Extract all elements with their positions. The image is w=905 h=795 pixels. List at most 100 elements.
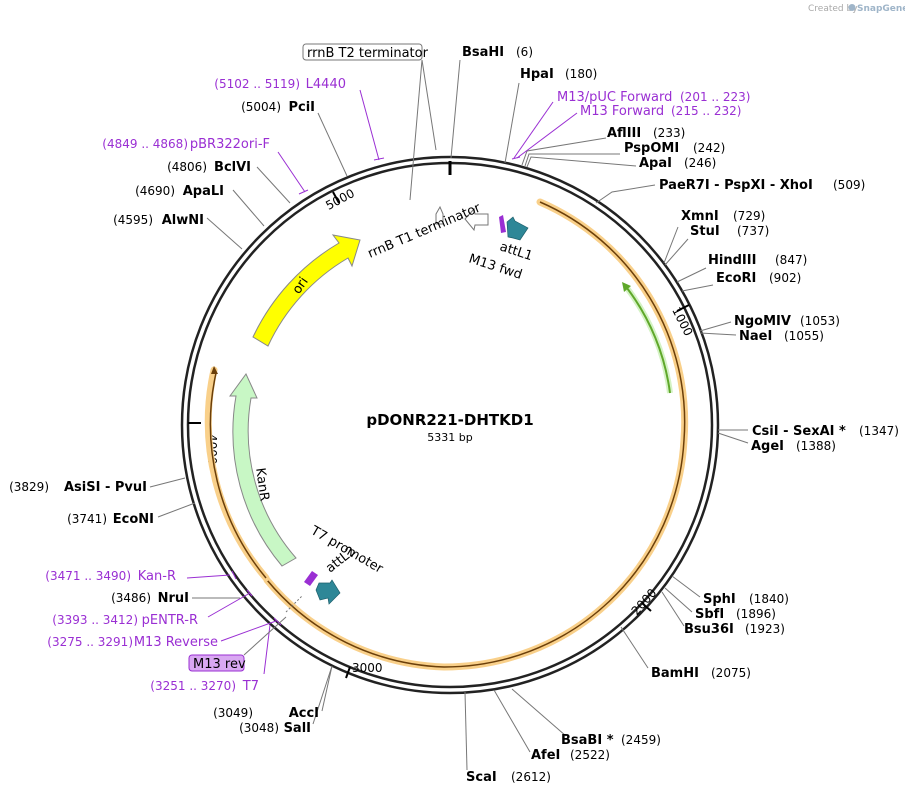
enzyme-pcii-pos: (5004)	[241, 100, 281, 114]
enzyme-econi-name: EcoNI	[113, 512, 154, 527]
leader-m13-reverse	[220, 617, 282, 642]
leader-econi	[157, 502, 196, 518]
enzyme-nrui-pos: (3486)	[111, 591, 151, 605]
kanr-label: KanR	[252, 467, 272, 502]
enzyme-pspomi-name: PspOMI	[624, 141, 679, 156]
enzyme-alwni-pos: (4595)	[113, 213, 153, 227]
plasmid-name: pDONR221-DHTKD1	[366, 411, 533, 429]
primer-m13-fwd-name: M13 Forward	[580, 104, 664, 119]
leader-bsabi	[511, 688, 567, 737]
leader-kan-r	[186, 570, 237, 580]
enzyme-hpai-pos: (180)	[565, 67, 597, 81]
primer-m13-reverse-range: (3275 .. 3291)	[47, 635, 133, 649]
leader-pspomi	[524, 153, 620, 167]
leader-sbfi	[664, 587, 693, 613]
leader-xhoi	[595, 184, 656, 204]
primer-m13-puc-range: (201 .. 223)	[680, 90, 750, 104]
orf-line-left	[209, 372, 267, 579]
leader-bclvi	[256, 166, 291, 204]
leader-pvui	[149, 477, 186, 488]
primer-kan-r-name: Kan-R	[138, 569, 176, 584]
attl2-feature	[315, 579, 341, 605]
ori-feature	[252, 234, 361, 347]
leader-aflIII	[521, 137, 607, 166]
leader-t7	[263, 624, 271, 675]
enzyme-sexai-name: CsiI - SexAI *	[752, 424, 846, 439]
enzyme-apai-name: ApaI	[639, 156, 672, 171]
enzyme-bclvi-pos: (4806)	[167, 160, 207, 174]
tick-5000	[332, 191, 340, 204]
leader-pbr322	[277, 151, 309, 195]
enzyme-econi-pos: (3741)	[67, 512, 107, 526]
leader-ecori	[681, 284, 714, 292]
primer-m13-fwd-range: (215 .. 232)	[671, 104, 741, 118]
inner-green-band	[624, 286, 673, 394]
t7-promoter-marker	[304, 571, 318, 586]
primer-pentr-r-range: (3393 .. 3412)	[52, 613, 138, 627]
enzyme-bsahi-name: BsaHI	[462, 45, 504, 60]
enzyme-stui-name: StuI	[690, 224, 720, 239]
primer-m13-reverse-name: M13 Reverse	[134, 635, 218, 650]
leader-agei	[717, 432, 749, 444]
m13-rev-label: M13 rev	[193, 657, 246, 672]
primer-l4440-name: L4440	[306, 77, 346, 92]
leader-apali	[232, 189, 265, 227]
enzyme-scai-name: ScaI	[466, 770, 497, 785]
leader-xmni	[663, 226, 679, 264]
enzyme-hindiii-name: HindIII	[708, 253, 756, 268]
primer-t7-range: (3251 .. 3270)	[150, 679, 236, 693]
enzyme-xhoi-name: PaeR7I - PspXI - XhoI	[659, 178, 813, 193]
orf-line	[266, 201, 686, 668]
leader-alwni	[206, 217, 243, 250]
enzyme-pvui-pos: (3829)	[9, 480, 49, 494]
enzyme-xmni-pos: (729)	[733, 209, 765, 223]
enzyme-xhoi-pos: (509)	[833, 178, 865, 192]
leader-hpai	[504, 82, 520, 164]
primer-t7-name: T7	[242, 679, 259, 694]
rrnb-t1-arrow-icon	[464, 207, 489, 232]
m13-rev-box	[188, 654, 245, 672]
leader-sali	[312, 665, 333, 725]
enzyme-sexai-pos: (1347)	[859, 424, 899, 438]
enzyme-aflIII-name: AflIII	[607, 126, 641, 141]
credit-brand: SnapGene	[857, 4, 905, 14]
leader-rrnb-t2-inner	[409, 59, 423, 201]
leader-hindiii	[676, 267, 707, 283]
enzyme-apali-pos: (4690)	[135, 184, 175, 198]
snapgene-logo-icon	[848, 4, 856, 11]
enzyme-pvui-name: AsiSI - PvuI	[64, 480, 147, 495]
enzyme-bamhi-name: BamHI	[651, 666, 699, 681]
enzyme-acci-name: AccI	[289, 706, 319, 721]
attl1-feature	[506, 216, 529, 241]
orf-arrowhead-icon	[211, 366, 218, 374]
leader-bsahi	[450, 59, 461, 159]
primer-m13-puc-name: M13/pUC Forward	[557, 90, 672, 105]
enzyme-xmni-name: XmnI	[681, 209, 719, 224]
primer-kan-r-range: (3471 .. 3490)	[45, 569, 131, 583]
leader-l4440	[359, 89, 385, 161]
enzyme-stui-pos: (737)	[737, 224, 769, 238]
enzyme-agei-name: AgeI	[751, 439, 784, 454]
plasmid-size: 5331 bp	[427, 431, 472, 444]
leader-rrnb-t2	[421, 59, 437, 151]
enzyme-bamhi-pos: (2075)	[711, 666, 751, 680]
enzyme-sphi-pos: (1840)	[749, 592, 789, 606]
leader-acci	[321, 665, 333, 712]
enzyme-pcii-name: PciI	[288, 100, 315, 115]
enzyme-bsu36i-pos: (1923)	[745, 622, 785, 636]
enzyme-hpai-name: HpaI	[520, 67, 554, 82]
inner-green-arrowhead-icon	[622, 282, 631, 292]
tick-1000	[676, 304, 690, 312]
leader-m13-puc	[513, 101, 554, 159]
enzyme-agei-pos: (1388)	[796, 439, 836, 453]
rrnb-t1-terminator-icon	[435, 205, 444, 225]
enzyme-sbfi-name: SbfI	[695, 607, 724, 622]
enzyme-bsu36i-name: Bsu36I	[684, 622, 734, 637]
enzyme-sphi-name: SphI	[703, 592, 736, 607]
tick-label-5000: 5000	[323, 186, 357, 213]
enzyme-ngomiv-name: NgoMIV	[734, 314, 791, 329]
kanr-feature	[229, 373, 297, 567]
enzyme-naei-name: NaeI	[739, 329, 772, 344]
leader-scai	[464, 691, 468, 771]
